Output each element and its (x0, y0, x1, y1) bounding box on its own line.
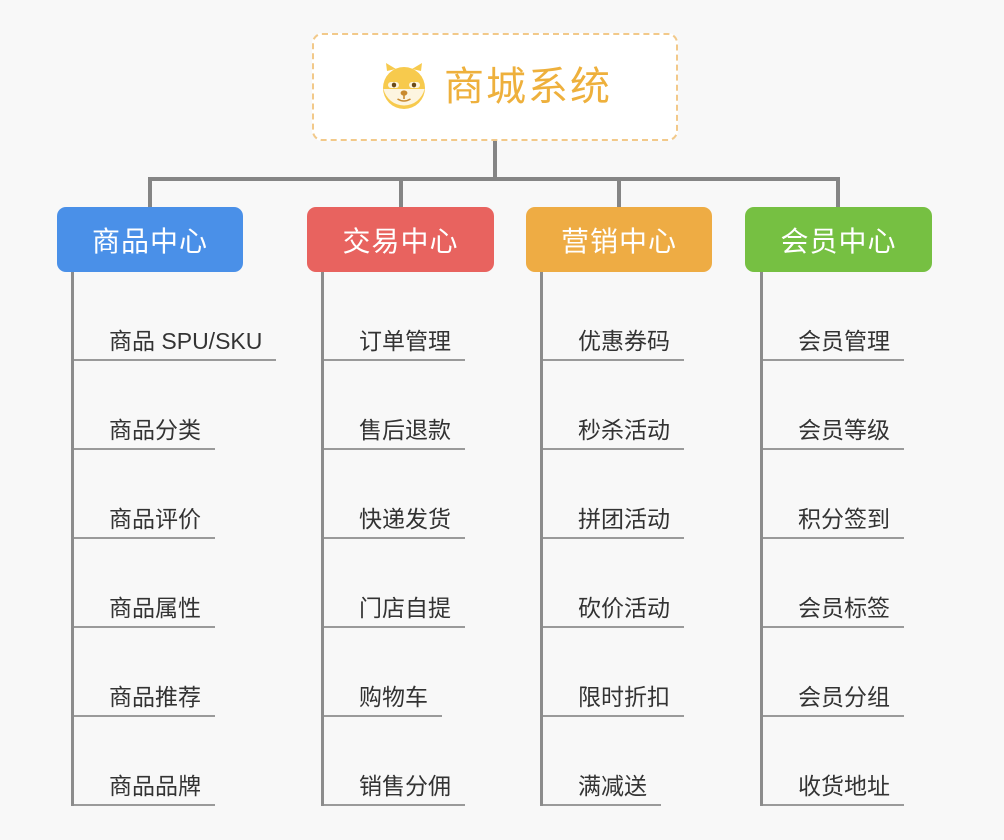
leaf-label: 积分签到 (763, 506, 904, 539)
leaf-item[interactable]: 订单管理 (324, 272, 465, 361)
leaf-label: 商品推荐 (74, 684, 215, 717)
leaf-label: 商品分类 (74, 417, 215, 450)
branch-trunk-4 (760, 272, 763, 806)
leaf-label: 门店自提 (324, 595, 465, 628)
leaf-item[interactable]: 快递发货 (324, 450, 465, 539)
leaf-label: 售后退款 (324, 417, 465, 450)
leaf-label: 砍价活动 (543, 595, 684, 628)
connector-horizontal-bus (148, 177, 840, 181)
category-box-3[interactable]: 营销中心 (526, 207, 712, 272)
leaf-label: 商品评价 (74, 506, 215, 539)
leaf-label: 拼团活动 (543, 506, 684, 539)
leaf-label: 商品属性 (74, 595, 215, 628)
leaf-label: 会员分组 (763, 684, 904, 717)
leaf-label: 收货地址 (763, 773, 904, 806)
leaf-item[interactable]: 积分签到 (763, 450, 904, 539)
connector-drop-1 (148, 177, 152, 209)
branch-trunk-1 (71, 272, 74, 806)
leaf-item[interactable]: 售后退款 (324, 361, 465, 450)
leaf-item[interactable]: 满减送 (543, 717, 661, 806)
leaf-item[interactable]: 会员管理 (763, 272, 904, 361)
leaf-item[interactable]: 商品 SPU/SKU (74, 272, 277, 361)
leaf-label: 订单管理 (324, 328, 465, 361)
dog-face-icon (378, 61, 430, 113)
leaf-item[interactable]: 商品属性 (74, 539, 215, 628)
leaf-item[interactable]: 商品推荐 (74, 628, 215, 717)
leaf-item[interactable]: 商品分类 (74, 361, 215, 450)
leaf-label: 购物车 (324, 684, 442, 717)
category-label-2: 交易中心 (342, 225, 459, 257)
leaf-label: 会员标签 (763, 595, 904, 628)
connector-drop-2 (399, 177, 403, 209)
leaf-item[interactable]: 购物车 (324, 628, 442, 717)
connector-root-stem (493, 141, 497, 181)
leaf-item[interactable]: 优惠券码 (543, 272, 684, 361)
leaf-label: 会员管理 (763, 328, 904, 361)
leaf-item[interactable]: 砍价活动 (543, 539, 684, 628)
branch-trunk-3 (540, 272, 543, 806)
category-label-4: 会员中心 (780, 225, 897, 257)
leaf-label: 商品 SPU/SKU (74, 328, 277, 361)
root-title: 商城系统 (444, 65, 612, 109)
leaf-item[interactable]: 拼团活动 (543, 450, 684, 539)
leaf-item[interactable]: 商品评价 (74, 450, 215, 539)
category-label-3: 营销中心 (560, 225, 677, 257)
branch-trunk-2 (321, 272, 324, 806)
category-box-2[interactable]: 交易中心 (307, 207, 494, 272)
leaf-label: 快递发货 (324, 506, 465, 539)
leaf-item[interactable]: 收货地址 (763, 717, 904, 806)
leaf-item[interactable]: 会员分组 (763, 628, 904, 717)
leaf-item[interactable]: 会员等级 (763, 361, 904, 450)
connector-drop-4 (836, 177, 840, 209)
leaf-item[interactable]: 会员标签 (763, 539, 904, 628)
leaf-label: 满减送 (543, 773, 661, 806)
leaf-item[interactable]: 门店自提 (324, 539, 465, 628)
connector-drop-3 (617, 177, 621, 209)
leaf-label: 会员等级 (763, 417, 904, 450)
leaf-item[interactable]: 商品品牌 (74, 717, 215, 806)
leaf-label: 限时折扣 (543, 684, 684, 717)
leaf-label: 秒杀活动 (543, 417, 684, 450)
leaf-item[interactable]: 销售分佣 (324, 717, 465, 806)
category-label-1: 商品中心 (91, 225, 208, 257)
leaf-label: 商品品牌 (74, 773, 215, 806)
category-box-1[interactable]: 商品中心 (57, 207, 243, 272)
root-node-shopping-mall-system[interactable]: 商城系统 (312, 33, 678, 141)
leaf-label: 销售分佣 (324, 773, 465, 806)
leaf-label: 优惠券码 (543, 328, 684, 361)
leaf-item[interactable]: 限时折扣 (543, 628, 684, 717)
leaf-item[interactable]: 秒杀活动 (543, 361, 684, 450)
category-box-4[interactable]: 会员中心 (745, 207, 932, 272)
